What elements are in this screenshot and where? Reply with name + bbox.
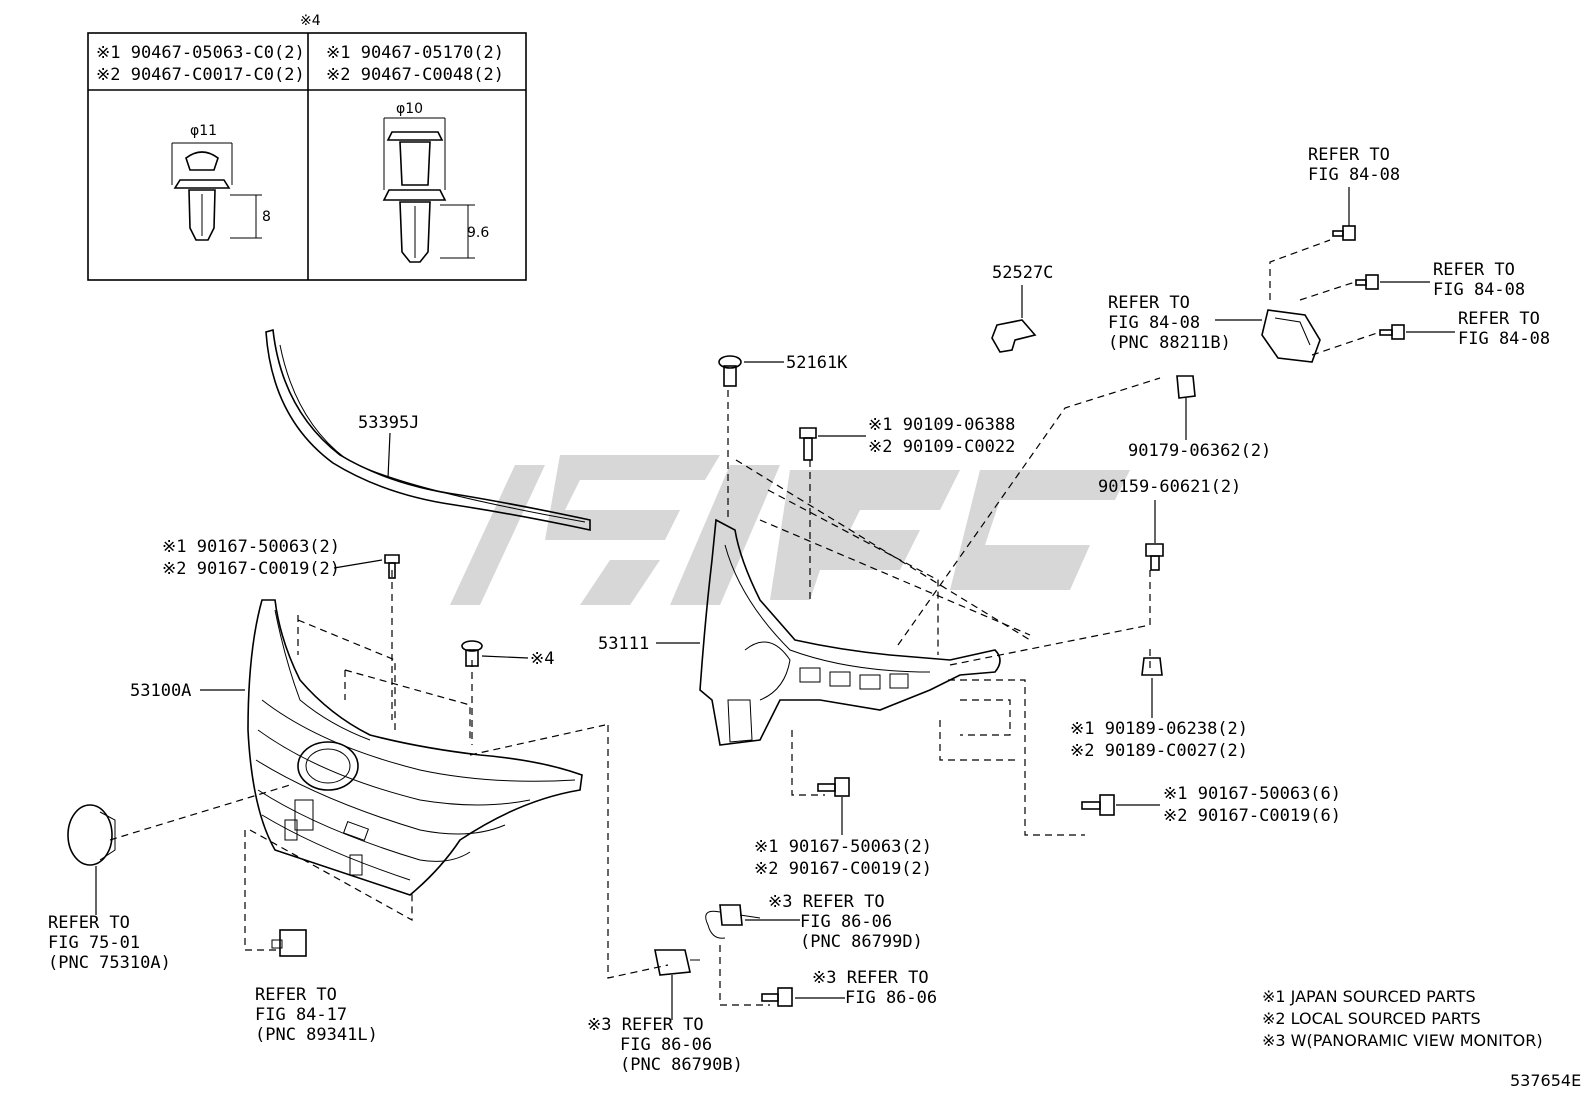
refer-84-08-c-line1: REFER TO: [1458, 309, 1540, 329]
refer-86-06-a-line1: ※3 REFER TO: [768, 892, 885, 912]
bolt-90109-label-2: ※2 90109-C0022: [868, 437, 1015, 457]
screw-right-label-1: ※1 90167-50063(6): [1163, 784, 1341, 804]
sensor-part: [271, 929, 307, 957]
refer-84-08-b-line2: FIG 84-08: [1433, 280, 1525, 300]
refer-84-17-line2: FIG 84-17: [255, 1005, 347, 1025]
legend-line-3: ※3 W(PANORAMIC VIEW MONITOR): [1262, 1031, 1543, 1050]
clip-10mm-drawing: φ10 9.6: [382, 101, 489, 263]
nut-90179: [1176, 375, 1196, 399]
refer-75-01-line1: REFER TO: [48, 913, 130, 933]
screw-right-label-2: ※2 90167-C0019(6): [1163, 806, 1341, 826]
table-note-mark: ※4: [300, 13, 321, 29]
screw-top-label-1: ※1 90167-50063(2): [162, 537, 340, 557]
radar-module: [1261, 309, 1321, 363]
label-clip-4: ※4: [530, 649, 554, 669]
refer-86-06-b-line2: FIG 86-06: [845, 988, 937, 1008]
label-53111: 53111: [598, 634, 649, 654]
refer-84-08-b-line1: REFER TO: [1433, 260, 1515, 280]
refer-84-08-d-line3: (PNC 88211B): [1108, 333, 1231, 353]
refer-84-08-d-line1: REFER TO: [1108, 293, 1190, 313]
screw-camera: [761, 987, 793, 1007]
screw-bottom-label-1: ※1 90167-50063(2): [754, 837, 932, 857]
camera-part: [654, 949, 700, 976]
refer-84-08-a-line1: REFER TO: [1308, 145, 1390, 165]
clip-52161K: [718, 355, 742, 387]
clip-11mm-drawing: φ11 8: [171, 123, 271, 241]
bolt-refer-c: [1379, 324, 1405, 340]
bolt-refer-b: [1355, 274, 1379, 290]
bracket-52527C: [991, 319, 1037, 353]
refer-84-17-line1: REFER TO: [255, 985, 337, 1005]
table-col1-line1: ※1 90467-05063-C0(2): [96, 43, 305, 63]
nut-90179-label: 90179-06362(2): [1128, 441, 1271, 461]
bolt-refer-a: [1332, 225, 1356, 241]
clip-4-part: [461, 640, 483, 667]
bolt-90109-label-1: ※1 90109-06388: [868, 415, 1015, 435]
clip-spec-table: ※4 ※1 90467-05063-C0(2) ※2 90467-C0017-C…: [87, 13, 527, 281]
clip2-height: 9.6: [467, 225, 489, 241]
nut-90189: [1141, 657, 1163, 676]
label-52161K: 52161K: [786, 353, 848, 373]
table-col2-line2: ※2 90467-C0048(2): [326, 65, 504, 85]
refer-86-06-c-line2: FIG 86-06: [620, 1035, 712, 1055]
label-53100A: 53100A: [130, 681, 191, 701]
refer-86-06-b-line1: ※3 REFER TO: [812, 968, 929, 988]
emblem-cover-part: [67, 804, 116, 866]
clip2-diameter: φ10: [396, 101, 423, 117]
bolt-90109: [799, 427, 817, 461]
nut-90189-label-1: ※1 90189-06238(2): [1070, 719, 1248, 739]
table-col2-line1: ※1 90467-05170(2): [326, 43, 504, 63]
refer-84-17-line3: (PNC 89341L): [255, 1025, 378, 1045]
table-col1-line2: ※2 90467-C0017-C0(2): [96, 65, 305, 85]
retainer-53111: [699, 518, 1001, 746]
refer-84-08-c-line2: FIG 84-08: [1458, 329, 1550, 349]
screw-bottom-label-2: ※2 90167-C0019(2): [754, 859, 932, 879]
bolt-90159-label: 90159-60621(2): [1098, 477, 1241, 497]
refer-84-08-d-line2: FIG 84-08: [1108, 313, 1200, 333]
legend: ※1 JAPAN SOURCED PARTS ※2 LOCAL SOURCED …: [1262, 987, 1543, 1050]
label-53395J: 53395J: [358, 413, 419, 433]
moulding-53395J: [265, 328, 591, 531]
refer-84-08-a-line2: FIG 84-08: [1308, 165, 1400, 185]
grille-53100A: [247, 599, 583, 896]
refer-75-01-line2: FIG 75-01: [48, 933, 140, 953]
refer-86-06-c-line3: (PNC 86790B): [620, 1055, 743, 1075]
refer-86-06-c-line1: ※3 REFER TO: [587, 1015, 704, 1035]
screw-90167-right: [1081, 794, 1115, 816]
refer-86-06-a-line2: FIG 86-06: [800, 912, 892, 932]
figure-id: 537654E: [1510, 1071, 1581, 1090]
nut-90189-label-2: ※2 90189-C0027(2): [1070, 741, 1248, 761]
legend-line-1: ※1 JAPAN SOURCED PARTS: [1262, 987, 1476, 1006]
screw-top-label-2: ※2 90167-C0019(2): [162, 559, 340, 579]
screw-90167-bottom: [817, 777, 850, 797]
refer-86-06-a-line3: (PNC 86799D): [800, 932, 923, 952]
label-52527C: 52527C: [992, 263, 1053, 283]
wire-harness-part: [705, 904, 761, 939]
clip1-height: 8: [262, 209, 271, 225]
clip1-diameter: φ11: [190, 123, 217, 139]
refer-75-01-line3: (PNC 75310A): [48, 953, 171, 973]
watermark-logo: [450, 455, 1130, 605]
bolt-90159: [1145, 543, 1164, 571]
legend-line-2: ※2 LOCAL SOURCED PARTS: [1262, 1009, 1481, 1028]
screw-90167-part: [384, 554, 400, 579]
